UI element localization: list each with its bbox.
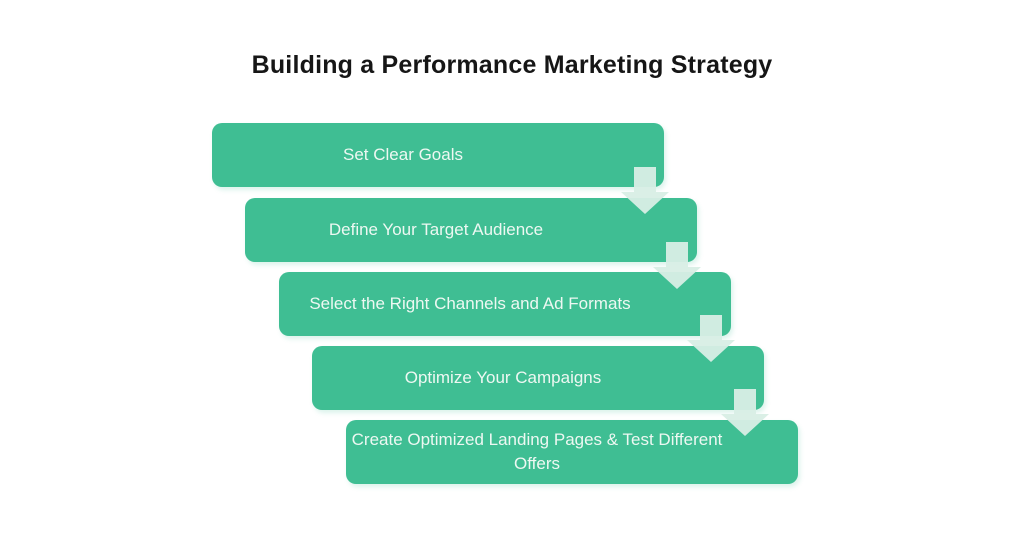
step-box-select-channels-ad-formats: Select the Right Channels and Ad Formats	[279, 272, 731, 336]
step-box-landing-pages-offers: Create Optimized Landing Pages & Test Di…	[346, 420, 798, 484]
step-box-define-target-audience: Define Your Target Audience	[245, 198, 697, 262]
step-box-set-clear-goals: Set Clear Goals	[212, 123, 664, 187]
down-arrow-icon	[687, 315, 735, 362]
step-box-optimize-campaigns: Optimize Your Campaigns	[312, 346, 764, 410]
step-label: Optimize Your Campaigns	[404, 368, 602, 387]
step-label: Create Optimized Landing Pages & Test Di…	[351, 430, 723, 473]
down-arrow-icon	[653, 242, 701, 289]
step-label: Set Clear Goals	[343, 145, 463, 164]
page-title: Building a Performance Marketing Strateg…	[251, 51, 773, 79]
down-arrow-icon	[721, 389, 769, 436]
down-arrow-icon	[621, 167, 669, 214]
step-label: Select the Right Channels and Ad Formats	[309, 294, 631, 313]
step-label: Define Your Target Audience	[328, 220, 544, 239]
